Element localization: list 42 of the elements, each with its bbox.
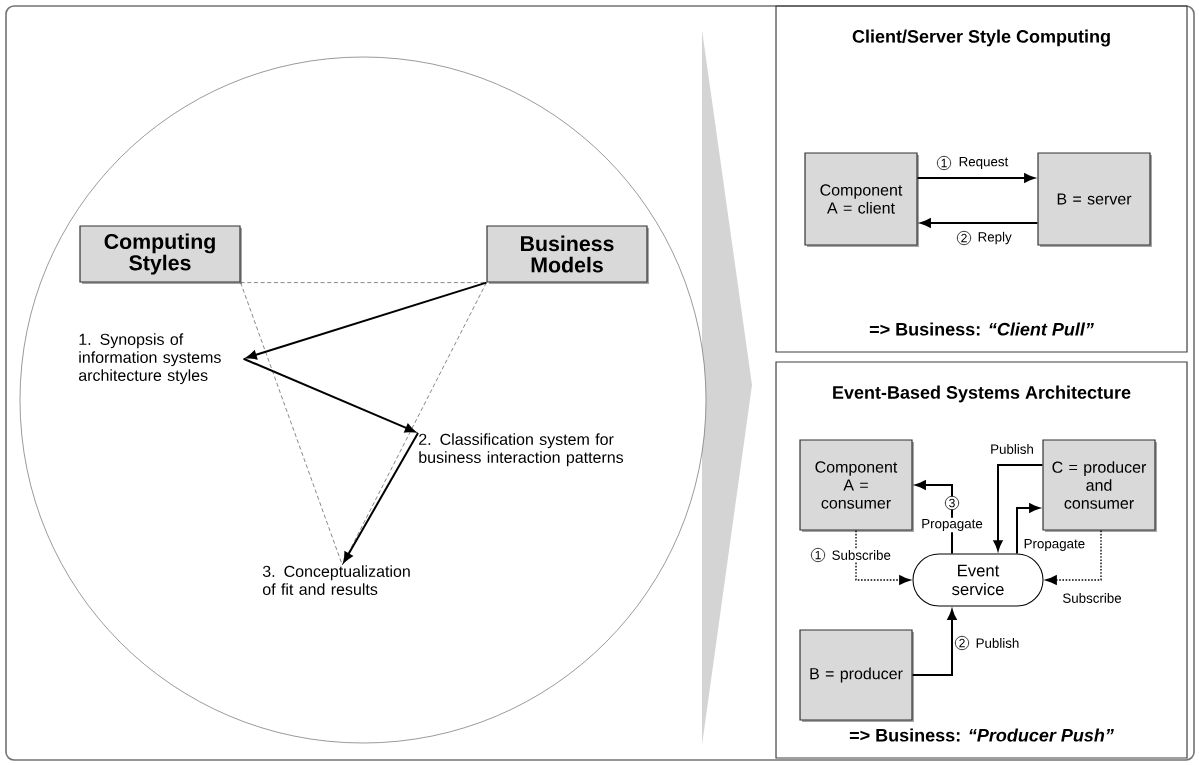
conclusion-text: => Business: “Client Pull” [869, 322, 1094, 336]
edge-label: Propagate [1022, 537, 1087, 553]
arrow [920, 218, 1039, 228]
step-text: 3. Conceptualization of fit and results [262, 565, 410, 595]
arrow [242, 357, 416, 433]
arrow [993, 464, 1044, 551]
edge-label: Reply [976, 230, 1014, 246]
service-pill: Event service [912, 553, 1044, 607]
connector-line [341, 282, 487, 566]
component-box: Component A = client [804, 152, 919, 247]
edge-label: Publish [988, 442, 1036, 456]
arrow [343, 432, 419, 563]
arrow [915, 480, 953, 555]
arrow [1016, 503, 1040, 555]
arrow [916, 173, 1035, 183]
edge-label: Request [957, 155, 1010, 171]
callout-number: 1 [936, 155, 952, 171]
callout-number: 1 [810, 547, 826, 563]
connector-line [240, 282, 343, 566]
step-text: 1. Synopsis of information systems architecture styles [78, 333, 221, 385]
panel-title: Client/Server Style Computing [852, 29, 1110, 47]
panel-title: Event-Based Systems Architecture [833, 385, 1131, 403]
concept-box: Business Models [486, 225, 649, 284]
component-box: Component A = consumer [799, 439, 914, 532]
component-box: C = producer and consumer [1042, 439, 1157, 532]
edge-label: Subscribe [830, 548, 893, 562]
arrow [911, 609, 957, 676]
callout-number: 3 [944, 495, 960, 511]
arrow [1045, 529, 1102, 585]
callout-number: 2 [954, 635, 970, 651]
concept-box: Computing Styles [79, 225, 242, 284]
arrow [855, 529, 911, 585]
edge-label: Propagate [919, 517, 985, 533]
component-box: B = server [1037, 152, 1152, 247]
edge-label: Subscribe [1061, 591, 1123, 605]
big-circle [19, 56, 707, 744]
callout-number: 2 [956, 230, 972, 246]
step-text: 2. Classification system for business interaction patterns [419, 433, 624, 467]
component-box: B = producer [799, 629, 914, 722]
arrow [246, 281, 488, 360]
edge-label: Publish [974, 636, 1021, 650]
conclusion-text: => Business: “Producer Push” [849, 728, 1114, 742]
